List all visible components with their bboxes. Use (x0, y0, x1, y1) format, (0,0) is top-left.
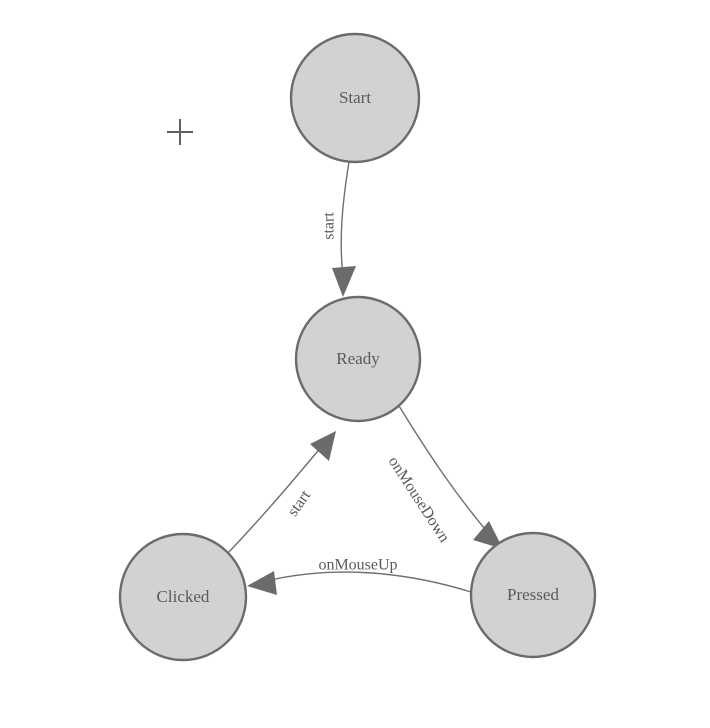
edge-start-to-ready[interactable]: start (321, 161, 356, 297)
edge-clicked-to-ready-path (227, 445, 323, 554)
edge-start-to-ready-label: start (321, 212, 338, 240)
node-pressed-circle[interactable] (469, 531, 597, 659)
edge-ready-to-pressed-arrowhead (473, 521, 503, 549)
edge-start-to-ready-path (340, 161, 350, 278)
edge-clicked-to-ready[interactable]: start (227, 431, 336, 554)
edge-pressed-to-clicked-path (265, 571, 472, 593)
edge-start-to-ready-arrowhead (332, 266, 356, 297)
plus-marker-icon (167, 119, 193, 145)
node-clicked[interactable]: Clicked (118, 532, 248, 662)
node-ready[interactable]: Ready (294, 295, 422, 423)
edge-pressed-to-clicked-arrowhead (247, 571, 277, 595)
edge-pressed-to-clicked-label: onMouseUp (318, 557, 397, 574)
edge-clicked-to-ready-label: start (284, 487, 314, 520)
node-clicked-circle[interactable] (118, 532, 248, 662)
node-pressed[interactable]: Pressed (469, 531, 597, 659)
node-start[interactable]: Start (289, 32, 421, 164)
edge-ready-to-pressed-path (398, 405, 491, 536)
node-start-circle[interactable] (289, 32, 421, 164)
edge-pressed-to-clicked[interactable]: onMouseUp (247, 557, 472, 595)
edge-ready-to-pressed-label: onMouseDown (385, 454, 453, 546)
edge-ready-to-pressed[interactable]: onMouseDown (385, 405, 503, 549)
node-ready-circle[interactable] (294, 295, 422, 423)
edge-clicked-to-ready-arrowhead (310, 431, 336, 461)
